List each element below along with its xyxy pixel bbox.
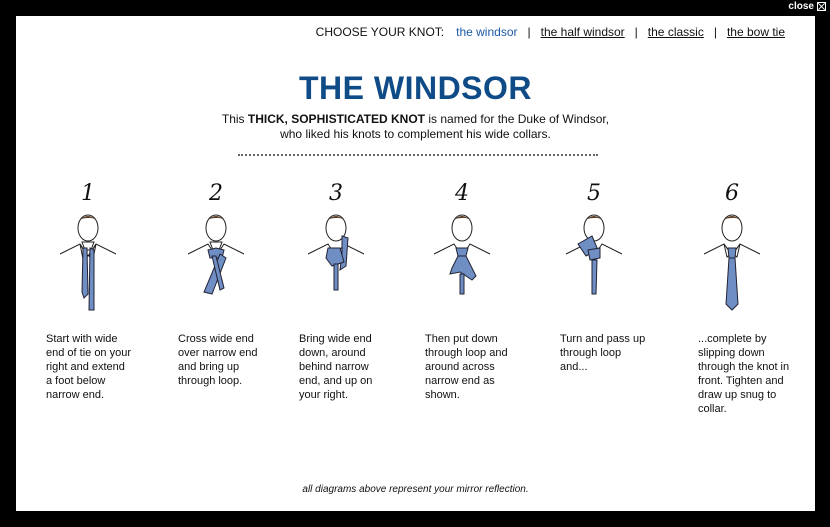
step-5: 5 [534, 181, 654, 314]
knot-nav: CHOOSE YOUR KNOT: the windsor | the half… [316, 25, 785, 39]
step-5-diagram-icon [565, 214, 623, 295]
intro-text: This THICK, SOPHISTICATED KNOT is named … [16, 112, 815, 142]
knot-link-windsor[interactable]: the windsor [456, 25, 518, 39]
step-6-text: ...complete by slipping down through the… [698, 333, 790, 415]
step-number: 1 [81, 181, 95, 206]
close-label: close [788, 1, 814, 12]
knot-link-half-windsor[interactable]: the half windsor [540, 25, 625, 39]
close-x-icon [817, 2, 826, 11]
intro-prefix: This [221, 112, 248, 126]
step-number: 2 [209, 181, 223, 206]
step-6: 6 [672, 181, 792, 314]
step-number: 6 [725, 181, 739, 206]
step-number: 5 [587, 181, 601, 206]
intro-line2: who liked his knots to complement his wi… [280, 127, 551, 141]
step-4-diagram-icon [433, 214, 491, 295]
step-2: 2 [156, 181, 276, 314]
step-4: 4 [402, 181, 522, 314]
nav-separator: | [713, 25, 717, 39]
step-number: 3 [329, 181, 343, 206]
page-title: THE WINDSOR [298, 70, 533, 106]
step-5-text: Turn and pass up through loop and... [560, 333, 646, 373]
intro-suffix: is named for the Duke of Windsor, [425, 112, 610, 126]
knot-link-bow-tie[interactable]: the bow tie [726, 25, 785, 39]
step-2-diagram-icon [187, 214, 245, 295]
step-number: 4 [455, 181, 469, 206]
step-3-diagram-icon [307, 214, 365, 291]
nav-separator: | [527, 25, 531, 39]
close-button[interactable]: close [788, 1, 826, 12]
step-3: 3 [276, 181, 396, 314]
knot-nav-label: CHOOSE YOUR KNOT: [315, 25, 445, 39]
step-3-text: Bring wide end down, around behind narro… [299, 333, 373, 401]
footer-note: all diagrams above represent your mirror… [302, 484, 529, 495]
intro-bold: THICK, SOPHISTICATED KNOT [247, 112, 426, 126]
knot-link-classic[interactable]: the classic [647, 25, 704, 39]
dotted-divider [238, 154, 598, 156]
nav-separator: | [634, 25, 638, 39]
step-1-text: Start with wide end of tie on your right… [46, 333, 132, 401]
top-bar: close [0, 0, 830, 16]
step-4-text: Then put down through loop and around ac… [425, 333, 508, 401]
step-6-diagram-icon [703, 214, 761, 311]
knot-guide-panel: CHOOSE YOUR KNOT: the windsor | the half… [16, 16, 815, 511]
step-1-diagram-icon [59, 214, 117, 311]
step-1: 1 [28, 181, 148, 314]
step-2-text: Cross wide end over narrow end and bring… [178, 333, 258, 387]
